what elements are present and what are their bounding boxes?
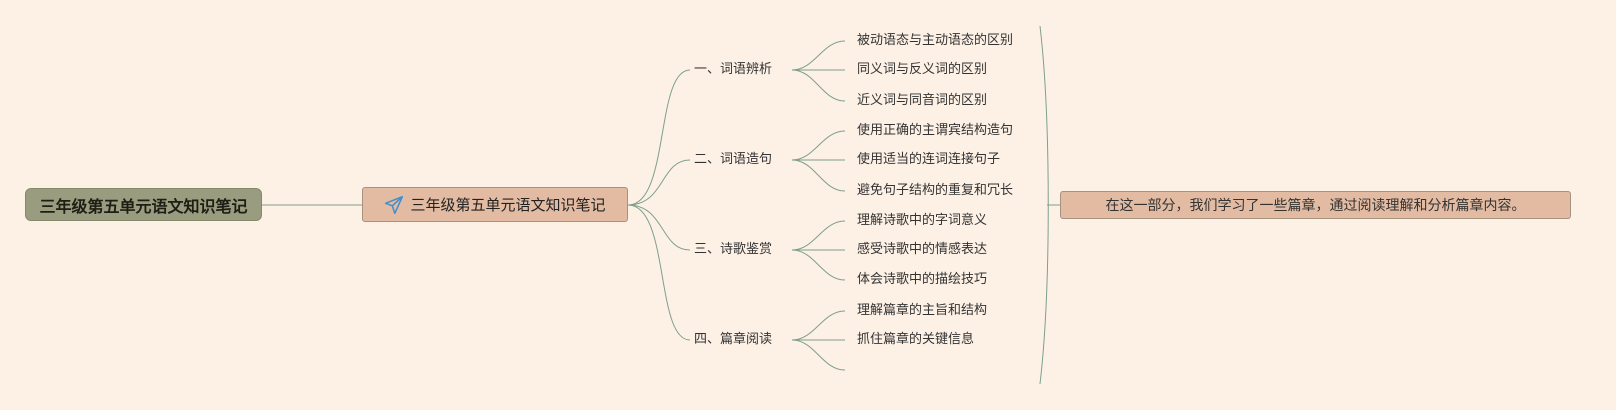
subtopic-item[interactable]: 同义词与反义词的区别 (857, 62, 988, 77)
link-leaf-1-1 (791, 40, 846, 71)
subtopic-item[interactable]: 避免句子结构的重复和冗长 (857, 183, 1014, 198)
subtopic-item[interactable]: 被动语态与主动语态的区别 (857, 33, 1014, 48)
link-leaf-3-3 (791, 249, 846, 281)
link-leaf-1-3 (791, 69, 846, 102)
branch-topic-poetry[interactable]: 三、诗歌鉴赏 (694, 242, 773, 257)
central-topic-label: 三年级第五单元语文知识笔记 (410, 196, 606, 214)
root-topic[interactable]: 三年级第五单元语文知识笔记 (25, 188, 262, 221)
link-branch-4 (627, 204, 691, 341)
link-branch-3 (627, 204, 691, 251)
branch-topic-vocabulary[interactable]: 一、词语辨析 (694, 62, 773, 77)
subtopic-item[interactable]: 近义词与同音词的区别 (857, 93, 988, 108)
paper-plane-icon (385, 195, 404, 214)
root-topic-label: 三年级第五单元语文知识笔记 (39, 196, 248, 216)
summary-box[interactable]: 在这一部分，我们学习了一些篇章，通过阅读理解和分析篇章内容。 (1060, 191, 1571, 219)
subtopic-item[interactable]: 理解诗歌中的字词意义 (857, 213, 988, 228)
link-leaf-3-1 (791, 220, 846, 251)
link-leaf-4-1 (791, 310, 846, 341)
link-leaf-2-1 (791, 130, 846, 161)
link-branch-2 (627, 159, 691, 206)
subtopic-item[interactable]: 使用适当的连词连接句子 (857, 152, 1001, 167)
link-branch-1 (627, 69, 691, 206)
branch-topic-reading[interactable]: 四、篇章阅读 (694, 332, 773, 347)
central-topic[interactable]: 三年级第五单元语文知识笔记 (362, 187, 628, 222)
subtopic-item[interactable]: 体会诗歌中的描绘技巧 (857, 272, 988, 287)
branch-topic-sentence-making[interactable]: 二、词语造句 (694, 152, 773, 167)
link-leaf-4-3 (791, 339, 846, 371)
link-leaf-2-3 (791, 159, 846, 192)
subtopic-item[interactable]: 感受诗歌中的情感表达 (857, 242, 988, 257)
subtopic-item[interactable]: 抓住篇章的关键信息 (857, 332, 975, 347)
subtopic-item[interactable]: 理解篇章的主旨和结构 (857, 303, 988, 318)
summary-text: 在这一部分，我们学习了一些篇章，通过阅读理解和分析篇章内容。 (1105, 198, 1526, 214)
subtopic-item[interactable]: 使用正确的主谓宾结构造句 (857, 123, 1014, 138)
